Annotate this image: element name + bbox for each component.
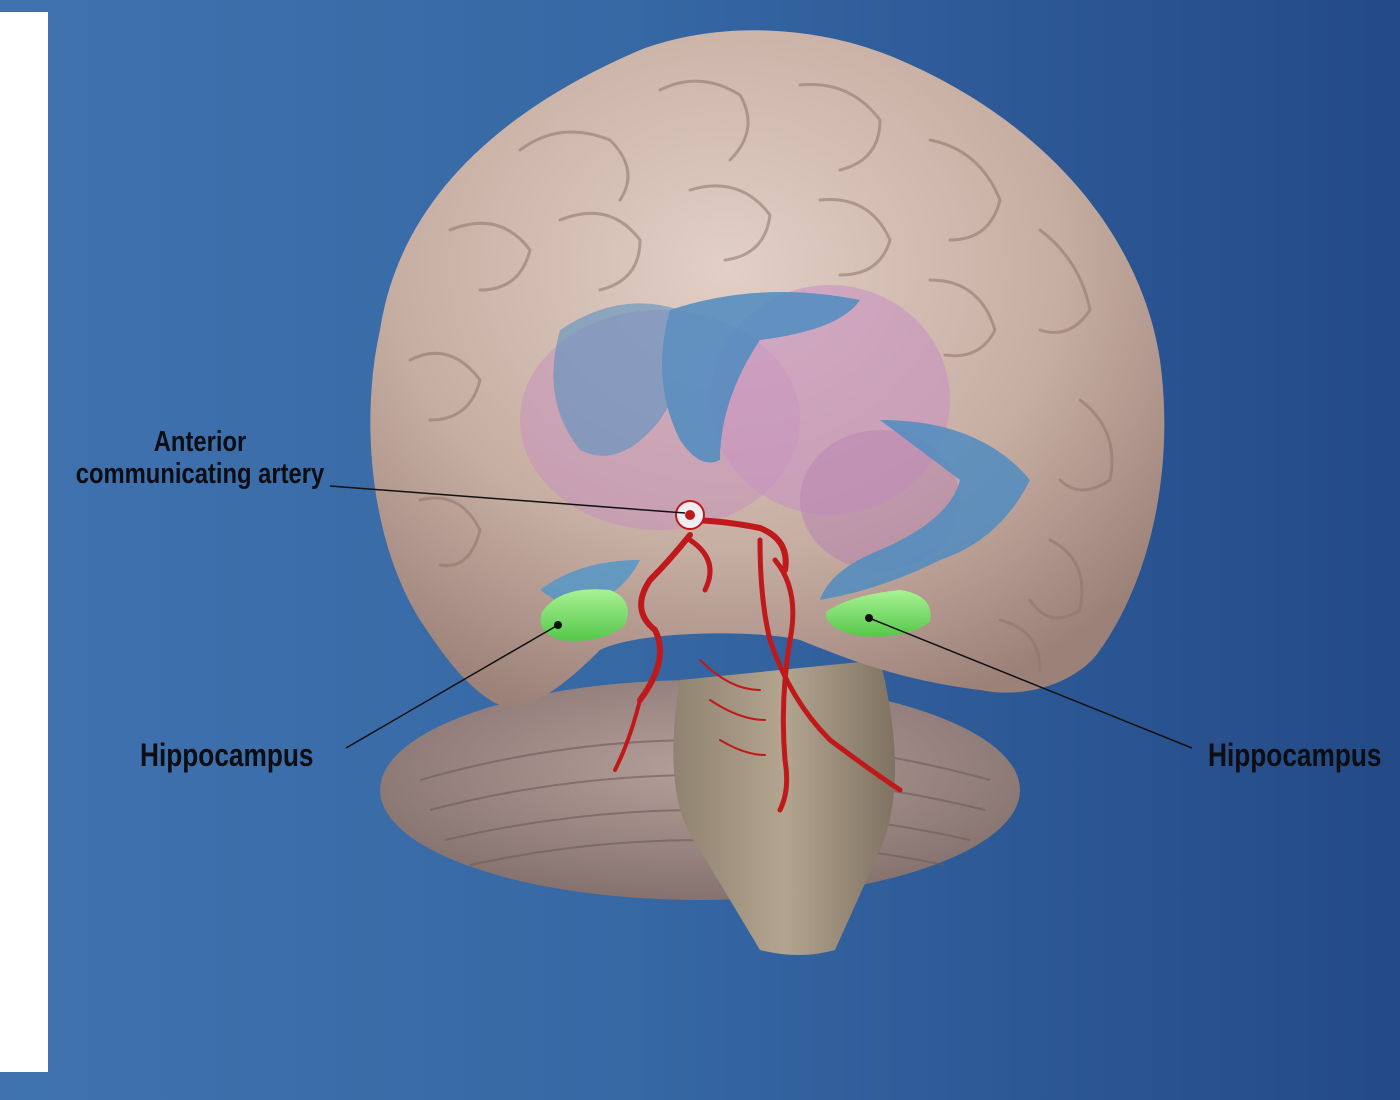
arteries xyxy=(613,517,903,813)
label-acomm-line1: Anterior xyxy=(153,426,247,458)
hippocampus-right-leader-line xyxy=(868,617,1193,749)
ventricles xyxy=(540,292,1030,610)
brainstem xyxy=(673,660,895,955)
hippocampus-left-shape xyxy=(540,589,628,641)
hippocampus-left-leader-line xyxy=(345,624,559,749)
label-hippocampus-right: Hippocampus xyxy=(1208,737,1382,773)
label-acomm-line2: communicating artery xyxy=(75,458,325,491)
label-hippocampus-left: Hippocampus xyxy=(140,737,314,773)
label-anterior-communicating-artery: Anterior communicating artery xyxy=(69,426,331,491)
hippocampus-right-shape xyxy=(825,590,931,637)
acomm-leader-line xyxy=(329,485,686,514)
left-white-panel xyxy=(0,12,48,1072)
